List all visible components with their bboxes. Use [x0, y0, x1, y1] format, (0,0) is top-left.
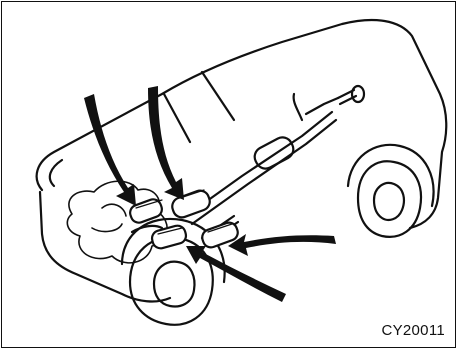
figure-frame: CY20011: [1, 1, 456, 348]
van-underbody-illustration: [2, 2, 457, 349]
pointer-arrow-3: [228, 234, 336, 256]
tailpipe-tip: [352, 86, 364, 102]
pointer-arrow-1: [84, 94, 136, 206]
pointer-arrow-4: [186, 246, 286, 302]
catalytic-converters: [128, 188, 240, 250]
converter-pointer-arrows: [84, 86, 336, 302]
figure-code: CY20011: [381, 322, 445, 339]
pointer-arrow-2: [148, 86, 184, 200]
muffler: [251, 134, 297, 172]
